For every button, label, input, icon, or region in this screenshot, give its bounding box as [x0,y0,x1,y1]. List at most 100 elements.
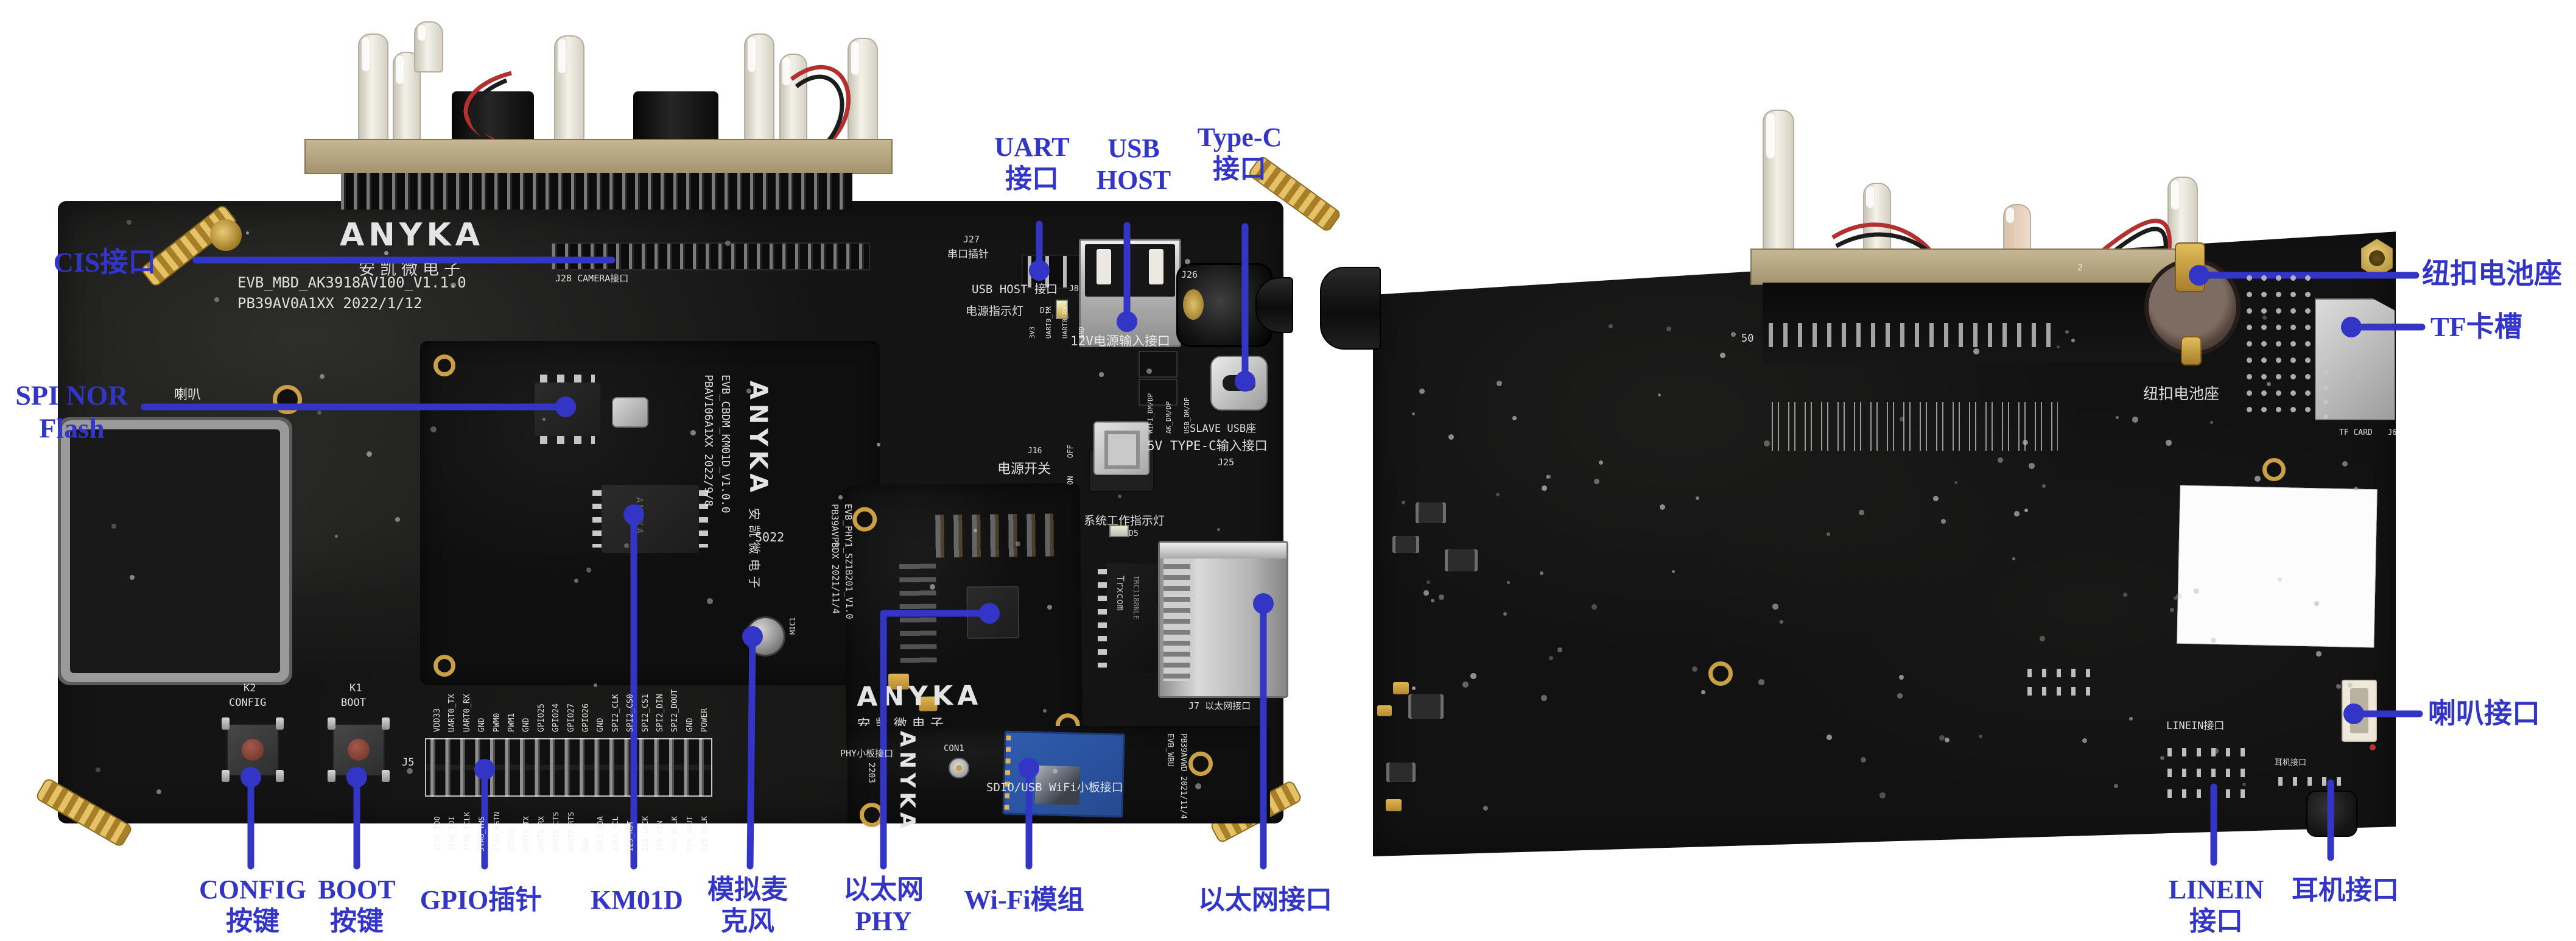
mount-hole [1188,752,1213,776]
via-grid-dot [2247,341,2252,347]
wifi-id-1: EVB_WBU [1165,733,1174,767]
gpio-pin-label-bottom: JTAG_TCLK [462,811,471,851]
via-dot [1448,434,1455,440]
config-button[interactable] [222,717,284,782]
camera-pcb-edge [304,139,893,174]
ir-led [414,21,443,72]
phy-chip [966,586,1020,639]
via-dot [335,535,339,538]
via-dot [320,374,325,379]
antenna-ufl-connector [949,758,969,778]
via-dot [1859,510,1864,515]
via-grid-dot [2305,390,2311,396]
boot-button[interactable] [328,717,390,782]
via-dot [1660,504,1666,510]
annotation-label-line: 喇叭接口 [2428,697,2540,729]
via-dot [1592,604,1598,610]
via-dot [1772,604,1778,610]
via-dot [707,598,713,604]
gpio-pin-label-bottom: I2S_BCLK [700,816,709,851]
via-grid-dot [2323,385,2328,390]
pad-cluster [2167,789,2253,798]
annotation-label-line: GPIO插针 [419,885,542,915]
via-dot [1939,735,1945,741]
via-dot [395,517,400,522]
via-dot [2316,651,2322,657]
via-dot [2166,440,2172,446]
annotation-label-line: Type-C [1197,122,1282,153]
small-ic [1419,502,1443,523]
via-grid-dot [2323,341,2328,346]
annotation-label-line: 耳机接口 [2292,875,2399,906]
via-dot [1720,353,1726,359]
via-dot [1941,519,1946,524]
gpio-pin-label-top: SPI2_CS0 [626,694,636,732]
gpio-header [425,738,712,797]
annotation-label-line: 以太网接口 [1198,885,1332,915]
gpio-pin-label-bottom: JTAG_TDI [447,816,457,851]
annotation-label-eth-jack: 以太网接口 [1198,884,1332,916]
silkscreen-text: CONFIG [229,697,267,709]
via-dot [2194,588,2199,594]
gpio-pin-label-bottom: I2S_LRCK [640,816,650,851]
annotation-label-line: KM01D [591,885,683,915]
via-dot [2129,717,2133,721]
uart-pin-label: UART0_TX [1045,306,1053,339]
via-dot [1780,620,1784,624]
via-dot [1512,416,1517,420]
gpio-pin-label-bottom: UART2_RTS [566,811,575,851]
silkscreen-text: OFF [1066,445,1075,458]
via-dot [96,767,101,773]
annotation-label-headphone-port: 耳机接口 [2292,875,2399,906]
annotation-label-line: LINEIN [2168,875,2264,905]
via-dot [1979,735,1982,738]
silkscreen-text: 5V TYPE-C输入接口 [1147,439,1268,453]
via-dot [2042,484,2046,488]
ethernet-phy-board: ANYKA 安凯微电子 EVB_PHY1_SZ1B201_V1.0 PB39AV… [829,482,1083,761]
gpio-pin-label-top: SPI2_CLK [611,694,620,732]
via-grid-dot [2276,275,2281,281]
via-dot [2024,509,2028,512]
silkscreen-text: J26 [1181,269,1198,280]
via-dot [2336,684,2342,689]
silkscreen-text: SLAVE USB座 [1190,423,1257,435]
gpio-pin-label-bottom: I2S_MCLK [670,816,679,851]
via-dot [2354,487,2359,492]
via-dot [1195,783,1201,789]
via-dot [2210,421,2214,425]
via-dot [1043,709,1047,713]
pad-cluster [2167,769,2253,777]
via-dot [127,220,132,225]
power-switch[interactable] [1093,421,1149,475]
via-dot [1897,693,1903,699]
via-grid-dot [2305,292,2311,297]
via-dot [1827,532,1830,536]
annotation-label-line: 纽扣电池座 [2422,258,2562,289]
silkscreen-text: BOOT [341,697,366,709]
white-label-area [2177,485,2378,648]
silkscreen-text: J5 [402,756,415,769]
via-dot [930,584,935,590]
via-dot [1047,605,1052,610]
via-dot [156,789,161,794]
via-grid-dot [2290,308,2296,314]
silkscreen-text: D3 [1040,306,1050,315]
gpio-pin-label-top: UART0_RX [462,694,472,732]
small-ic [1448,549,1475,571]
via-dot [1758,679,1764,685]
silkscreen-text: 12V电源输入接口 [1070,334,1170,348]
system-status-led [1109,525,1129,537]
silkscreen-text: PHY小板接口 [840,748,894,759]
gpio-pin-label-top: VDD33 [433,708,442,732]
passives-cluster [935,513,1058,558]
wifi-board-logo-vertical: ANYKA [895,731,919,833]
crystal [612,397,648,428]
via-dot [2267,382,2271,386]
annotation-label-gpio-pins: GPIO插针 [420,884,542,916]
via-dot [1701,690,1705,694]
via-dot [1764,440,1770,446]
annotation-label-line: 克风 [721,906,774,936]
annotation-label-line: 接口 [1005,164,1059,194]
